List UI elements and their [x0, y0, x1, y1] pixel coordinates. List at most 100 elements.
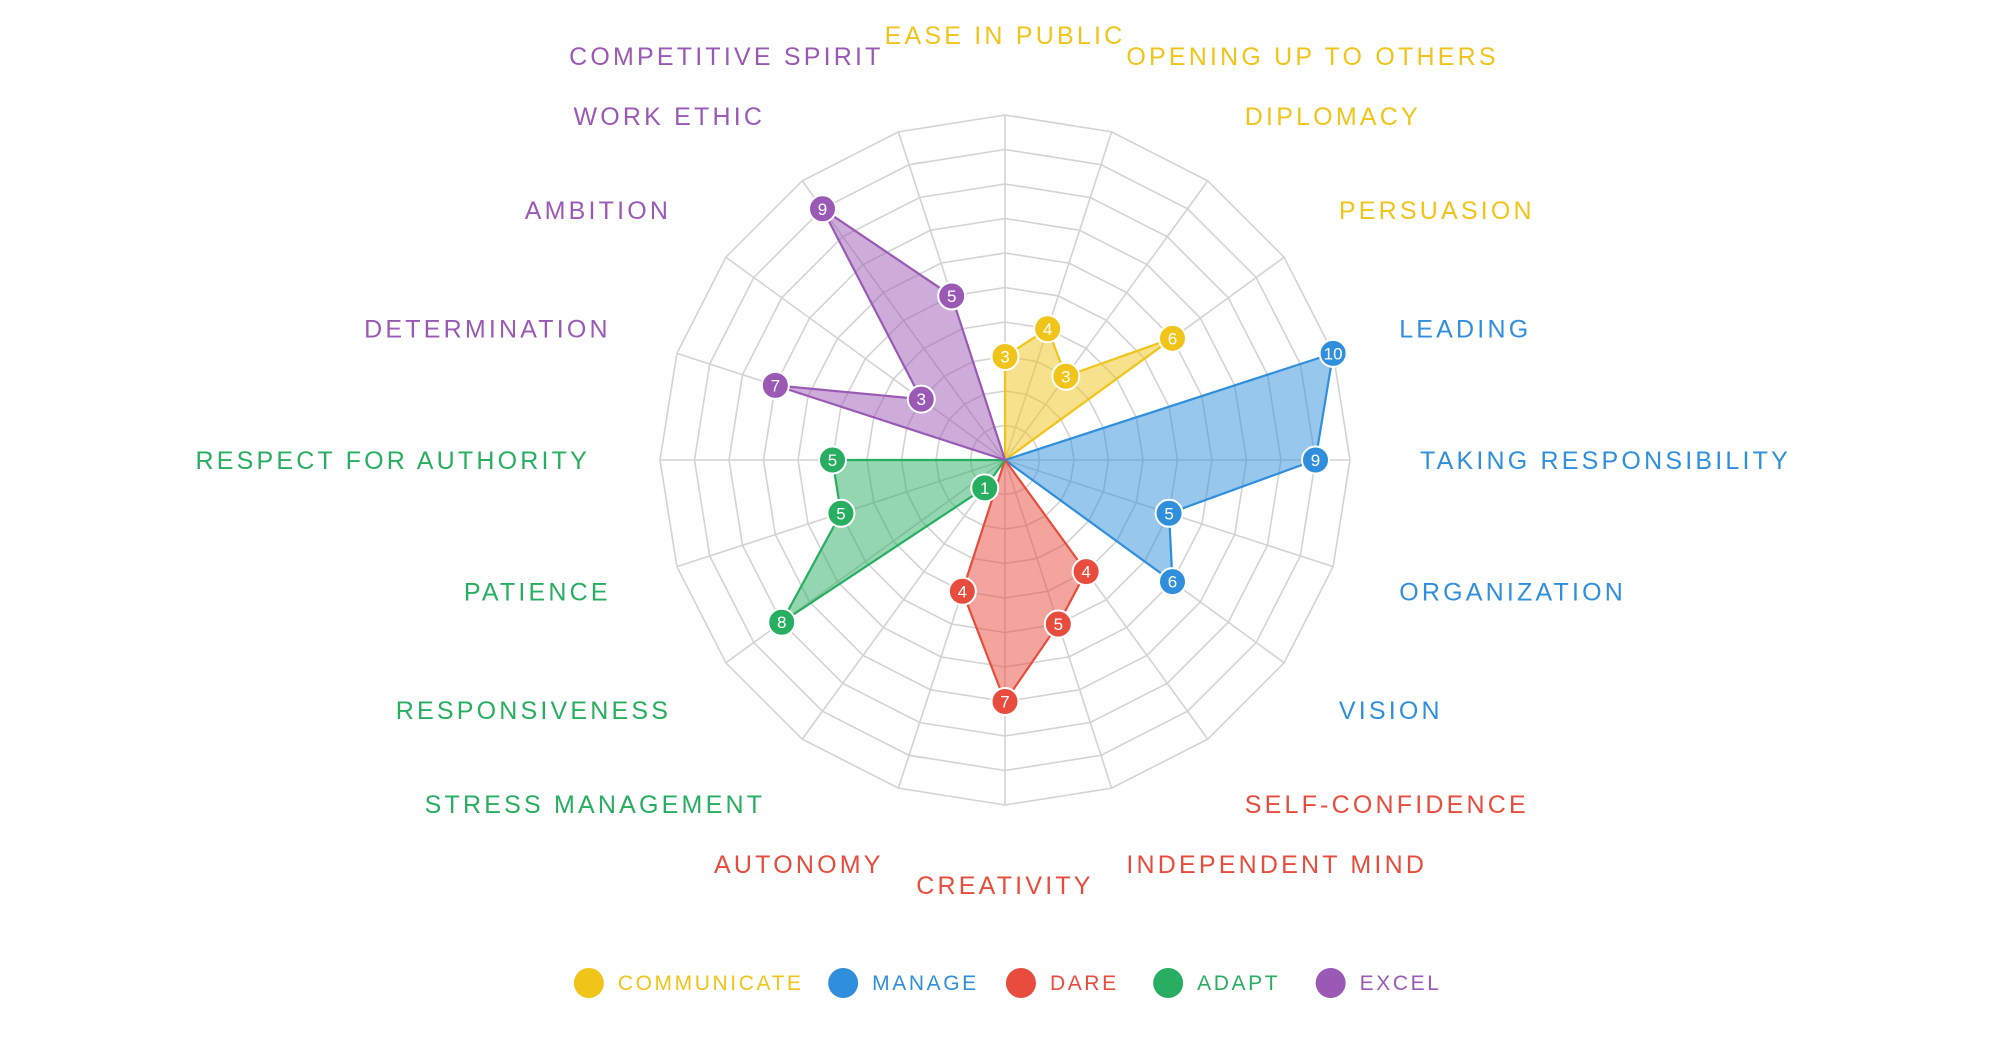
- data-point: 10: [1318, 338, 1348, 368]
- data-point-marker: [826, 498, 856, 528]
- data-label: 5: [836, 504, 845, 523]
- data-point: 8: [767, 607, 797, 637]
- series-area-communicate: [1003, 327, 1174, 462]
- data-point: 3: [1051, 361, 1081, 391]
- data-point: 4: [1071, 557, 1101, 587]
- data-label: 5: [947, 287, 956, 306]
- legend-item: EXCEL: [1315, 968, 1442, 998]
- data-point: 5: [818, 445, 847, 475]
- data-point: 9: [807, 194, 837, 224]
- data-label: 3: [1000, 348, 1009, 367]
- legend-label: EXCEL: [1360, 972, 1442, 995]
- data-point: 6: [1157, 323, 1187, 353]
- axis-label: PATIENCE: [464, 578, 611, 606]
- data-label: 7: [771, 376, 780, 395]
- data-point: 4: [1033, 314, 1063, 344]
- legend-item: MANAGE: [828, 968, 979, 998]
- legend-label: DARE: [1050, 972, 1119, 995]
- axis-label: RESPECT FOR AUTHORITY: [195, 447, 590, 475]
- data-point: 5: [1154, 498, 1184, 528]
- axis-label: AMBITION: [525, 197, 671, 225]
- grid-spoke: [801, 459, 1006, 740]
- data-label: 10: [1324, 344, 1343, 363]
- data-point-marker: [937, 281, 967, 311]
- data-label: 4: [1043, 320, 1052, 339]
- legend-swatch: [573, 968, 604, 998]
- legend-swatch: [828, 968, 859, 998]
- data-point: 7: [990, 687, 1020, 716]
- axis-label: EASE IN PUBLIC: [885, 22, 1126, 50]
- data-label: 5: [1054, 615, 1063, 634]
- legend-swatch: [1153, 968, 1184, 998]
- data-label: 9: [818, 200, 827, 219]
- axis-label: DETERMINATION: [364, 316, 611, 344]
- data-point-marker: [818, 445, 847, 475]
- data-point-marker: [1157, 567, 1187, 597]
- axis-label: STRESS MANAGEMENT: [425, 791, 766, 819]
- axis-label: COMPETITIVE SPIRIT: [569, 43, 884, 71]
- series-area-manage: [1003, 352, 1335, 583]
- data-label: 3: [1061, 367, 1070, 386]
- axis-label: WORK ETHIC: [573, 103, 765, 131]
- legend-swatch: [1315, 968, 1346, 998]
- series-area-excel: [774, 207, 1007, 462]
- legend-label: ADAPT: [1197, 972, 1280, 995]
- data-label: 7: [1000, 693, 1009, 712]
- data-point-marker: [1318, 338, 1348, 368]
- legend-item: COMMUNICATE: [573, 968, 804, 998]
- legend-item: DARE: [1005, 968, 1119, 998]
- data-point-marker: [1154, 498, 1184, 528]
- data-label: 5: [828, 451, 837, 470]
- data-point: 9: [1301, 445, 1330, 475]
- data-point-marker: [990, 687, 1020, 716]
- data-point-marker: [1051, 361, 1081, 391]
- data-point-marker: [1043, 609, 1073, 639]
- data-point-marker: [947, 576, 977, 606]
- data-point-marker: [1071, 557, 1101, 587]
- radar-point-layer: 3 4 3 6 10 9 5 6 4 5 7 4 1 8 5 5 7 3 9 5: [760, 194, 1348, 716]
- data-point: 7: [760, 370, 790, 400]
- data-point-marker: [767, 607, 797, 637]
- data-point-marker: [990, 342, 1020, 371]
- data-point-marker: [807, 194, 837, 224]
- data-point-marker: [1033, 314, 1063, 344]
- axis-label: ORGANIZATION: [1399, 578, 1626, 606]
- axis-label: LEADING: [1399, 316, 1531, 344]
- legend-label: MANAGE: [872, 972, 979, 995]
- series-area-dare: [961, 458, 1088, 703]
- data-label: 9: [1311, 451, 1320, 470]
- data-point: 5: [937, 281, 967, 311]
- data-point: 3: [990, 342, 1020, 371]
- axis-label: VISION: [1339, 697, 1443, 725]
- axis-label: SELF-CONFIDENCE: [1245, 791, 1529, 819]
- data-label: 6: [1168, 573, 1177, 592]
- chart-legend: COMMUNICATE MANAGE DARE ADAPT EXCEL: [573, 968, 1442, 998]
- data-point: 5: [826, 498, 856, 528]
- legend-swatch: [1005, 968, 1036, 998]
- data-label: 1: [980, 479, 989, 498]
- data-point: 4: [947, 576, 977, 606]
- radar-series-layer: [774, 207, 1335, 703]
- data-point-marker: [970, 473, 1000, 503]
- data-point-marker: [1301, 445, 1330, 475]
- data-label: 4: [1081, 563, 1090, 582]
- axis-label: DIPLOMACY: [1245, 103, 1421, 131]
- axis-label: RESPONSIVENESS: [396, 697, 671, 725]
- axis-label: PERSUASION: [1339, 197, 1535, 225]
- axis-label: INDEPENDENT MIND: [1126, 851, 1427, 879]
- data-point: 1: [970, 473, 1000, 503]
- data-label: 3: [917, 390, 926, 409]
- data-point: 5: [1043, 609, 1073, 639]
- data-point: 6: [1157, 567, 1187, 597]
- data-point-marker: [906, 384, 936, 414]
- data-point: 3: [906, 384, 936, 414]
- axis-label: OPENING UP TO OTHERS: [1126, 43, 1498, 71]
- axis-label: CREATIVITY: [916, 872, 1093, 900]
- data-label: 4: [958, 582, 967, 601]
- legend-label: COMMUNICATE: [618, 972, 804, 995]
- data-label: 5: [1164, 504, 1173, 523]
- data-point-marker: [1157, 323, 1187, 353]
